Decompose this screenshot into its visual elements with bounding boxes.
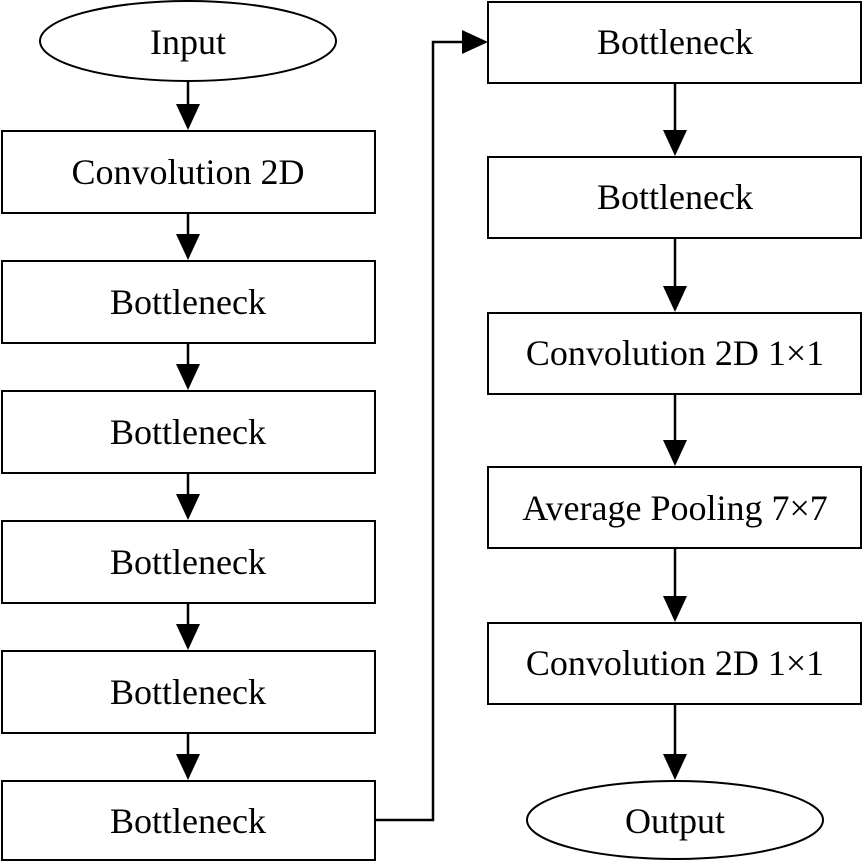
edge-input-to-conv2d [176,81,200,130]
edge-bottleneck-4-to-bottleneck-5 [176,733,200,780]
edges [176,30,687,822]
node-bottleneck-7-label: Bottleneck [597,177,753,217]
node-avg-pool-label: Average Pooling 7×7 [522,488,828,528]
edge-conv2d-to-bottleneck-1 [176,213,200,260]
node-conv2d-1x1-a-label: Convolution 2D 1×1 [526,333,824,373]
edge-bottleneck-2-to-bottleneck-3 [176,473,200,520]
node-input-label: Input [150,22,226,62]
node-bottleneck-6-label: Bottleneck [597,22,753,62]
node-conv2d-label: Convolution 2D [71,152,304,192]
node-bottleneck-5: Bottleneck [1,780,376,861]
node-conv2d-1x1-a: Convolution 2D 1×1 [487,312,862,395]
node-output-label: Output [625,801,725,841]
node-bottleneck-1: Bottleneck [1,260,376,344]
node-conv2d-1x1-b: Convolution 2D 1×1 [487,622,862,705]
edge-conv2d-1x1-b-to-output [663,704,687,780]
node-bottleneck-3-label: Bottleneck [110,542,266,582]
edge-bottleneck-7-to-conv2d-1x1-a [663,238,687,312]
node-bottleneck-3: Bottleneck [1,520,376,604]
node-bottleneck-4: Bottleneck [1,650,376,734]
node-output: Output [526,780,824,860]
node-bottleneck-2: Bottleneck [1,390,376,474]
node-conv2d-1x1-b-label: Convolution 2D 1×1 [526,643,824,683]
node-bottleneck-5-label: Bottleneck [110,801,266,841]
edge-bottleneck-6-to-bottleneck-7 [663,83,687,156]
edge-conv2d-1x1-a-to-avg-pool [663,394,687,466]
node-bottleneck-7: Bottleneck [487,156,862,239]
node-bottleneck-6: Bottleneck [487,1,862,84]
node-avg-pool: Average Pooling 7×7 [487,466,862,549]
node-bottleneck-1-label: Bottleneck [110,282,266,322]
node-bottleneck-2-label: Bottleneck [110,412,266,452]
node-conv2d: Convolution 2D [1,130,376,214]
edge-avg-pool-to-conv2d-1x1-b [663,548,687,622]
edge-bottleneck-1-to-bottleneck-2 [176,343,200,390]
edge-bottleneck-5-to-bottleneck-6 [376,30,488,822]
node-input: Input [39,0,337,82]
edge-bottleneck-3-to-bottleneck-4 [176,603,200,650]
node-bottleneck-4-label: Bottleneck [110,672,266,712]
